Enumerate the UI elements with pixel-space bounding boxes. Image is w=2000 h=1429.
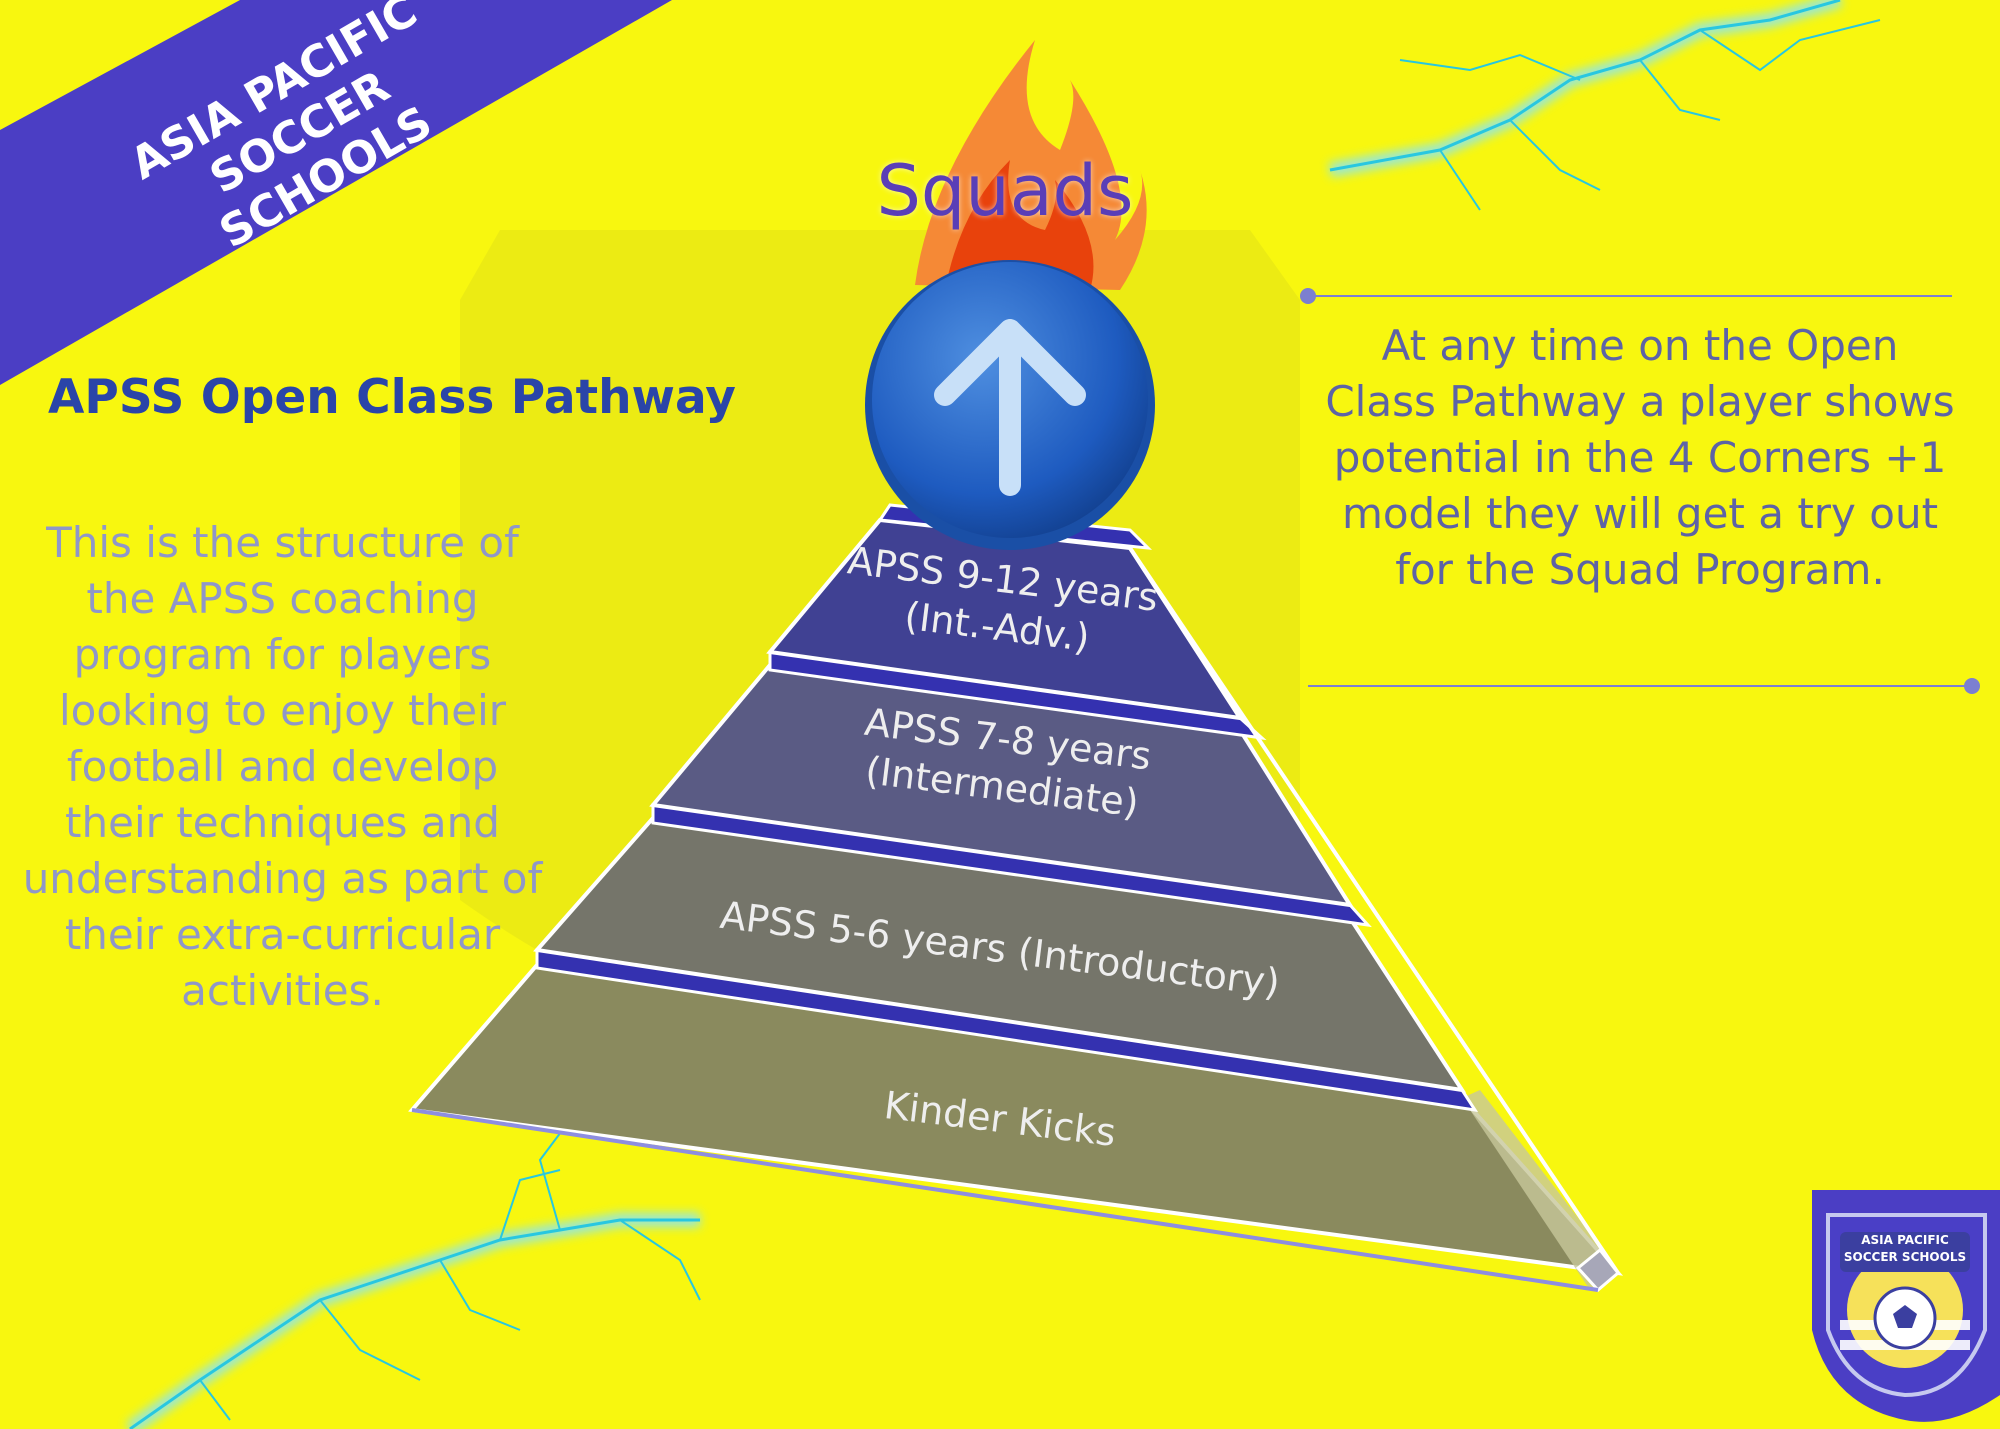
squad-note-text: At any time on the Open Class Pathway a … — [1325, 321, 1955, 594]
flame-icon — [915, 40, 1147, 290]
right-dividers — [1300, 288, 1980, 694]
lightning-bottom-left — [125, 1119, 701, 1429]
school-logo — [1812, 1190, 2000, 1422]
pyramid — [408, 503, 1624, 1293]
logo-line-1: ASIA PACIFIC — [1861, 1233, 1949, 1247]
lightning-top-right — [1328, 0, 1881, 211]
apex-label: Squads — [876, 150, 1134, 232]
corner-banner — [0, 0, 672, 385]
page-title: APSS Open Class Pathway — [48, 370, 736, 425]
up-arrow-icon — [865, 260, 1155, 550]
logo-line-2: SOCCER SCHOOLS — [1843, 1250, 1967, 1264]
logo-text: ASIA PACIFIC SOCCER SCHOOLS — [1840, 1232, 1970, 1266]
intro-text: This is the structure of the APSS coachi… — [22, 518, 543, 1015]
